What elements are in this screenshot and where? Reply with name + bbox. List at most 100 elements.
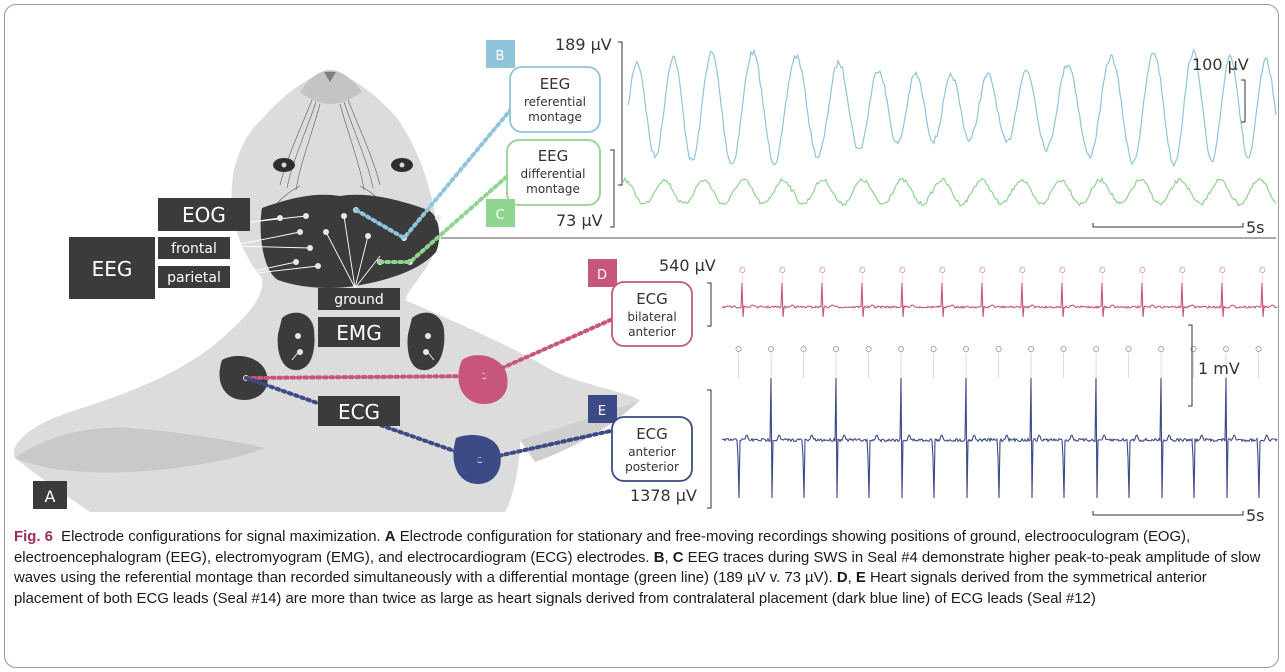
ecg-pad-right <box>458 355 508 404</box>
caption-a-label: A <box>384 529 396 545</box>
callout-c-line2: montage <box>526 182 580 196</box>
callout-b-letter: B <box>496 49 505 64</box>
ecg-scale-time: 5s <box>1092 506 1265 525</box>
callout-b-line2: montage <box>528 110 582 124</box>
peak-marker <box>1019 266 1026 274</box>
peak-marker <box>995 345 1002 353</box>
callout-e-line1: anterior <box>628 445 676 459</box>
frontal-label-box: frontal <box>158 237 230 259</box>
caption-a-text: Electrode configuration for stationary a… <box>14 529 1191 566</box>
eeg-label-box: EEG <box>69 237 155 299</box>
caption-c-label: C <box>672 549 684 566</box>
caption-e-label: E <box>855 570 866 587</box>
callout-b-line1: referential <box>524 95 586 109</box>
peak-marker <box>899 266 906 274</box>
emg-label: EMG <box>336 321 381 345</box>
eog-label: EOG <box>182 203 226 227</box>
connector-d-right <box>482 316 617 378</box>
eeg-scale-amp-label: 100 µV <box>1192 55 1249 74</box>
peak-marker <box>898 345 905 353</box>
peak-marker <box>1219 266 1226 274</box>
peak-marker <box>1093 345 1100 353</box>
seal-flipper-left <box>15 427 265 473</box>
callout-e-line2: posterior <box>625 460 679 474</box>
peak-marker <box>800 345 807 353</box>
caption-b-label: B <box>653 549 665 566</box>
callout-e: E ECG anterior posterior <box>588 395 693 482</box>
peak-marker <box>865 345 872 353</box>
caption-d-label: D <box>836 570 848 587</box>
figure-caption: Fig. 6 Electrode configurations for sign… <box>14 527 1270 609</box>
callout-e-title: ECG <box>636 425 668 443</box>
ecg-scale-time-label: 5s <box>1246 506 1265 525</box>
trace-ecg-bilateral <box>721 282 1278 318</box>
caption-de-sep: , <box>847 570 856 587</box>
callout-d: D ECG bilateral anterior <box>588 259 693 347</box>
callout-b: B EEG referential montage <box>486 40 601 133</box>
eeg-label: EEG <box>92 257 133 281</box>
caption-bc-text: EEG traces during SWS in Seal #4 demonst… <box>14 549 1261 587</box>
ecg-scale-amp-label: 1 mV <box>1198 359 1240 378</box>
peak-marker <box>1059 266 1066 274</box>
connector-b <box>354 106 514 241</box>
peak-marker <box>930 345 937 353</box>
connector-c <box>378 170 514 264</box>
emg-label-box: EMG <box>318 317 400 347</box>
callout-d-title: ECG <box>636 290 668 308</box>
peak-marker <box>939 266 946 274</box>
electrode-leaders <box>230 215 435 361</box>
peak-marker <box>1139 266 1146 274</box>
caption-de-text: Heart signals derived from the symmetric… <box>14 570 1207 607</box>
ecg-d-peak-markers <box>739 266 1266 283</box>
callout-c: EEG differential montage C <box>486 139 601 227</box>
peak-marker <box>1099 266 1106 274</box>
parietal-label-box: parietal <box>158 266 230 288</box>
connector-e-right <box>478 428 617 462</box>
trace-ecg-posterior <box>722 377 1278 499</box>
callout-c-title: EEG <box>538 147 569 165</box>
eeg-scale-time-label: 5s <box>1246 218 1265 237</box>
peak-marker <box>979 266 986 274</box>
peak-marker <box>963 345 970 353</box>
seal-snout <box>300 70 362 104</box>
caption-bc-sep: , <box>664 549 673 566</box>
ecg-amplitude-bracket <box>707 282 712 509</box>
connector-d-left <box>244 374 486 380</box>
peak-marker <box>735 345 742 353</box>
callout-c-letter: C <box>495 208 504 223</box>
peak-marker <box>1028 345 1035 353</box>
caption-fig-label: Fig. 6 <box>14 529 53 545</box>
eeg-amplitude-bracket <box>610 41 623 228</box>
ecg-e-peak-markers <box>735 345 1262 378</box>
eeg-scale-time: 5s <box>1092 218 1265 237</box>
ecg-scale-amp: 1 mV <box>1188 324 1240 407</box>
ecg-label-box: ECG <box>318 396 400 426</box>
peak-marker <box>833 345 840 353</box>
peak-marker <box>1259 266 1266 274</box>
callout-c-line1: differential <box>521 167 586 181</box>
callout-d-line2: anterior <box>628 325 676 339</box>
callout-e-letter: E <box>598 404 606 419</box>
peak-marker <box>768 345 775 353</box>
eog-label-box: EOG <box>158 198 250 231</box>
peak-marker <box>779 266 786 274</box>
peak-marker <box>1179 266 1186 274</box>
callout-b-title: EEG <box>540 75 571 93</box>
peak-marker <box>739 266 746 274</box>
peak-marker <box>819 266 826 274</box>
peak-marker <box>1255 345 1262 353</box>
caption-title: Electrode configurations for signal maxi… <box>61 529 381 545</box>
ecg-amp-bilateral: 540 µV <box>659 256 716 275</box>
seal-nose <box>324 72 336 82</box>
frontal-label: frontal <box>171 241 217 257</box>
eeg-amp-referential: 189 µV <box>555 35 612 54</box>
callout-d-line1: bilateral <box>627 310 676 324</box>
peak-marker <box>1223 345 1230 353</box>
eeg-amp-differential: 73 µV <box>556 211 603 230</box>
figure-graphic: EOG EEG frontal parietal ground EMG ECG … <box>13 35 1278 525</box>
peak-marker <box>1158 345 1165 353</box>
ecg-label: ECG <box>338 400 380 424</box>
panel-a-label-box: A <box>33 481 67 509</box>
peak-marker <box>859 266 866 274</box>
peak-marker <box>1060 345 1067 353</box>
